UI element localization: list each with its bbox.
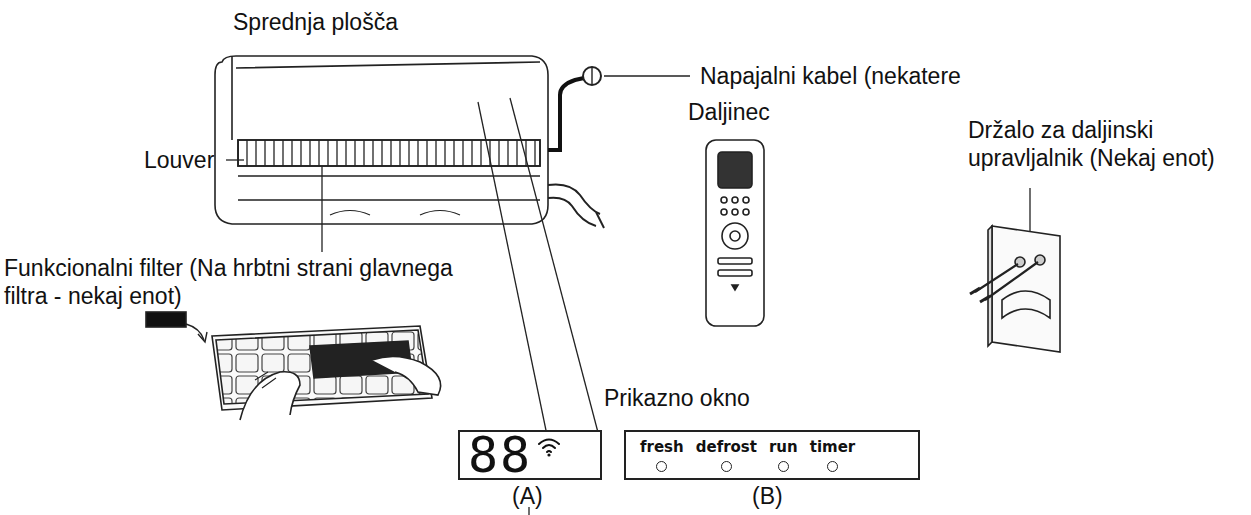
indoor-unit [215, 56, 604, 228]
indicator: fresh [640, 438, 684, 472]
indicator: timer [810, 438, 856, 472]
indicator-label: timer [810, 438, 856, 456]
leader-line [226, 76, 1030, 515]
part-label: Sprednja plošča [233, 8, 398, 36]
indicator-label: fresh [640, 438, 684, 456]
indicator-label: defrost [696, 438, 757, 456]
part-label: Funkcionalni filter (Na hrbtni strani gl… [4, 254, 474, 310]
indicator-label: run [769, 438, 798, 456]
part-label: Držalo za daljinski upravljalnik (Nekaj … [968, 116, 1228, 172]
indicator-panel: fresh defrost run timer [624, 430, 920, 480]
part-label: Prikazno okno [604, 384, 750, 412]
callout-letter: (B) [752, 482, 783, 510]
part-label: Louver [144, 146, 214, 174]
part-label: Napajalni kabel (nekatere [700, 62, 961, 90]
digit-display: 88 [458, 430, 602, 480]
indicator: run [769, 438, 798, 472]
filter [146, 312, 441, 420]
callout-letter: (A) [512, 482, 543, 510]
display-digits: 88 [468, 430, 532, 480]
remote-control [706, 140, 764, 326]
indicator-lamp [778, 461, 789, 472]
indicator-lamp [656, 461, 667, 472]
indicator-lamp [827, 461, 838, 472]
remote-holder [970, 226, 1060, 352]
wifi-icon [536, 436, 562, 458]
indicator: defrost [696, 438, 757, 472]
part-label: Daljinec [688, 98, 770, 126]
indicator-lamp [721, 461, 732, 472]
